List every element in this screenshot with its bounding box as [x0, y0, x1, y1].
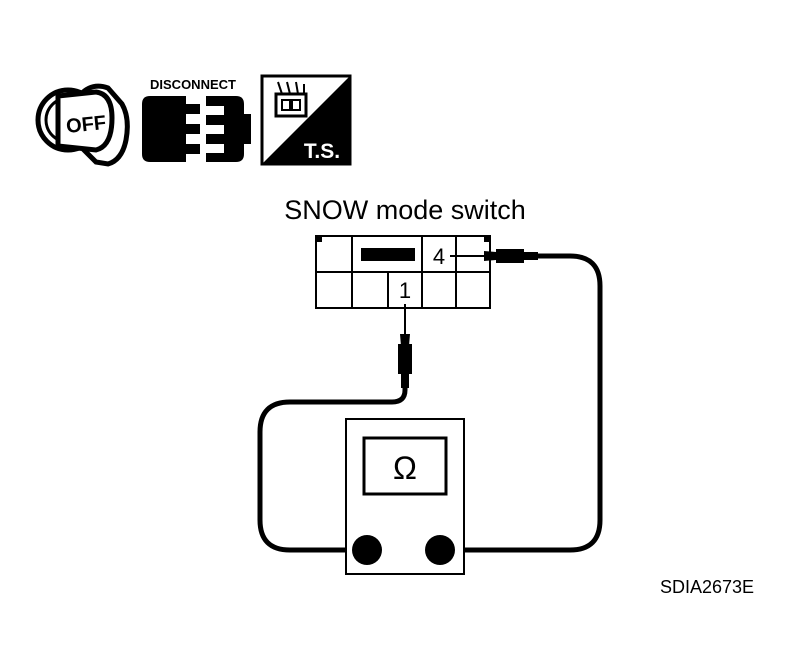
meter-terminal-negative [352, 535, 382, 565]
ignition-off-label: OFF [65, 112, 107, 138]
test-lead-negative [257, 388, 408, 553]
ohmmeter [345, 418, 465, 575]
test-lead-positive [440, 253, 603, 553]
disconnect-connector-icon: DISCONNECT [142, 77, 251, 162]
terminal-side-icon: T.S. [260, 74, 352, 166]
figure-code: SDIA2673E [660, 577, 754, 597]
meter-terminal-positive [425, 535, 455, 565]
ohm-symbol: Ω [393, 450, 417, 486]
disconnect-label: DISCONNECT [150, 77, 236, 92]
component-title: SNOW mode switch [284, 195, 526, 225]
connector-lock-tab [361, 248, 415, 261]
terminal-side-label: T.S. [304, 140, 340, 163]
meter-display [362, 436, 448, 496]
connector-block [315, 235, 491, 309]
terminal-4-label: 4 [433, 244, 445, 269]
probe-terminal-1 [398, 304, 412, 388]
probe-terminal-4 [450, 249, 538, 263]
ignition-key-icon: OFF [35, 83, 130, 167]
terminal-1-label: 1 [399, 278, 411, 303]
